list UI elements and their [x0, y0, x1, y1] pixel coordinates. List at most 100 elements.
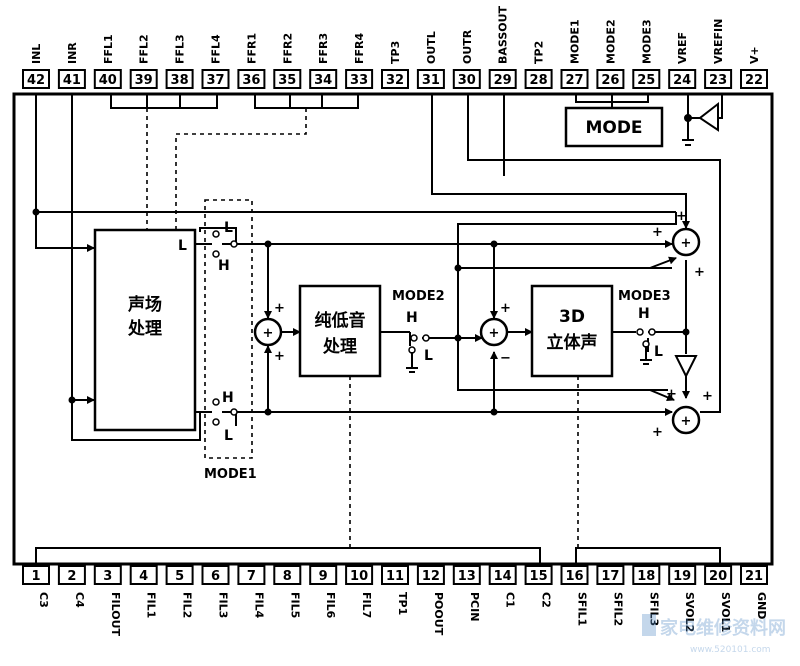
- pin-label: SVOL1: [719, 592, 732, 632]
- mode3-label: MODE3: [618, 289, 671, 304]
- pin-box: [560, 69, 589, 89]
- pin-box: [309, 565, 338, 585]
- pin-box: [704, 565, 733, 585]
- pin-label: C2: [540, 592, 553, 608]
- pin-label: MODE1: [569, 19, 582, 64]
- pin-number: 35: [278, 73, 296, 88]
- chip-body: [12, 92, 774, 566]
- pin-number: 36: [242, 73, 260, 88]
- pin-label: INR: [66, 42, 79, 64]
- bottom-pin-2: 2C4: [57, 565, 86, 608]
- pin-box: [668, 565, 697, 585]
- pin-box: [165, 69, 194, 89]
- pin-box: [632, 69, 661, 89]
- pin-number: 11: [386, 569, 404, 584]
- pin-box: [237, 69, 266, 89]
- bottom-pin-1: 1C3: [22, 565, 50, 608]
- pin-number: 16: [565, 569, 583, 584]
- pin-label: SFIL3: [647, 592, 660, 626]
- pin-number: 17: [601, 569, 619, 584]
- pin-box: [381, 69, 409, 89]
- bass-block: [298, 284, 382, 378]
- pin-label: VREF: [676, 32, 689, 64]
- pin-box: [273, 69, 302, 89]
- pin-number: 24: [673, 73, 691, 88]
- pin-box: [22, 565, 50, 585]
- pin-number: 15: [530, 569, 548, 584]
- top-pin-35: 35 FFR2: [273, 33, 302, 89]
- pin-number: 4: [139, 569, 148, 584]
- pin-box: [740, 69, 768, 89]
- pm9: +: [666, 387, 677, 402]
- pin-label: MODE3: [640, 19, 653, 64]
- pin-number: 18: [637, 569, 655, 584]
- summer3-glyph: +: [681, 236, 692, 251]
- pin-label: C4: [73, 592, 86, 608]
- pin-box: [524, 565, 553, 585]
- output-buffer: [674, 355, 698, 379]
- watermark-url: www.520101.com: [690, 645, 771, 655]
- pin-label: PCIN: [468, 592, 481, 621]
- pin-number: 28: [530, 73, 548, 88]
- pin-number: 27: [565, 73, 583, 88]
- pin-label: FFR2: [281, 33, 294, 64]
- pin-number: 20: [709, 569, 727, 584]
- pin-number: 41: [63, 73, 81, 88]
- summer4-glyph: +: [681, 414, 692, 429]
- pin-number: 42: [27, 73, 45, 88]
- arrow-heads: [80, 212, 690, 416]
- pm6: +: [676, 209, 687, 224]
- watermark-text: 家电维修资料网: [660, 617, 786, 639]
- bass-label-2: 处理: [322, 336, 357, 357]
- pin-label: FIL4: [252, 592, 265, 619]
- pin-box: [345, 565, 374, 585]
- pin-box: [596, 565, 625, 585]
- pin-box: [201, 565, 230, 585]
- mode1-dashed-frame: [204, 199, 253, 459]
- bottom-pin-buses: [35, 547, 721, 564]
- pin-box: [668, 69, 697, 89]
- pin-number: 2: [67, 569, 76, 584]
- pin-number: 23: [709, 73, 727, 88]
- pin-label: FIL7: [360, 592, 373, 618]
- summer2-glyph: +: [489, 326, 500, 341]
- summer1-glyph: +: [263, 326, 274, 341]
- pin-box: [488, 565, 517, 585]
- pin-label: MODE2: [604, 19, 617, 64]
- junction-dots: [32, 208, 690, 416]
- pin-number: 25: [637, 73, 655, 88]
- pin-box: [632, 565, 661, 585]
- top-pin-25: 25 MODE3: [632, 19, 661, 89]
- pin-box: [704, 69, 733, 89]
- sw2-L: L: [224, 428, 233, 444]
- pin-number: 34: [314, 73, 332, 88]
- pin-label: OUTR: [461, 29, 474, 64]
- pin-label: POOUT: [432, 592, 445, 636]
- sound-field-label-1: 声场: [127, 294, 162, 315]
- pin-box: [93, 565, 122, 585]
- pin-number: 5: [175, 569, 184, 584]
- sw4-L: L: [654, 344, 663, 360]
- pin-number: 22: [745, 73, 763, 88]
- pin-label: TP1: [396, 592, 409, 615]
- pin-label: FFL2: [138, 34, 151, 64]
- pin-number: 10: [350, 569, 368, 584]
- top-pin-24: 24 VREF: [668, 32, 697, 89]
